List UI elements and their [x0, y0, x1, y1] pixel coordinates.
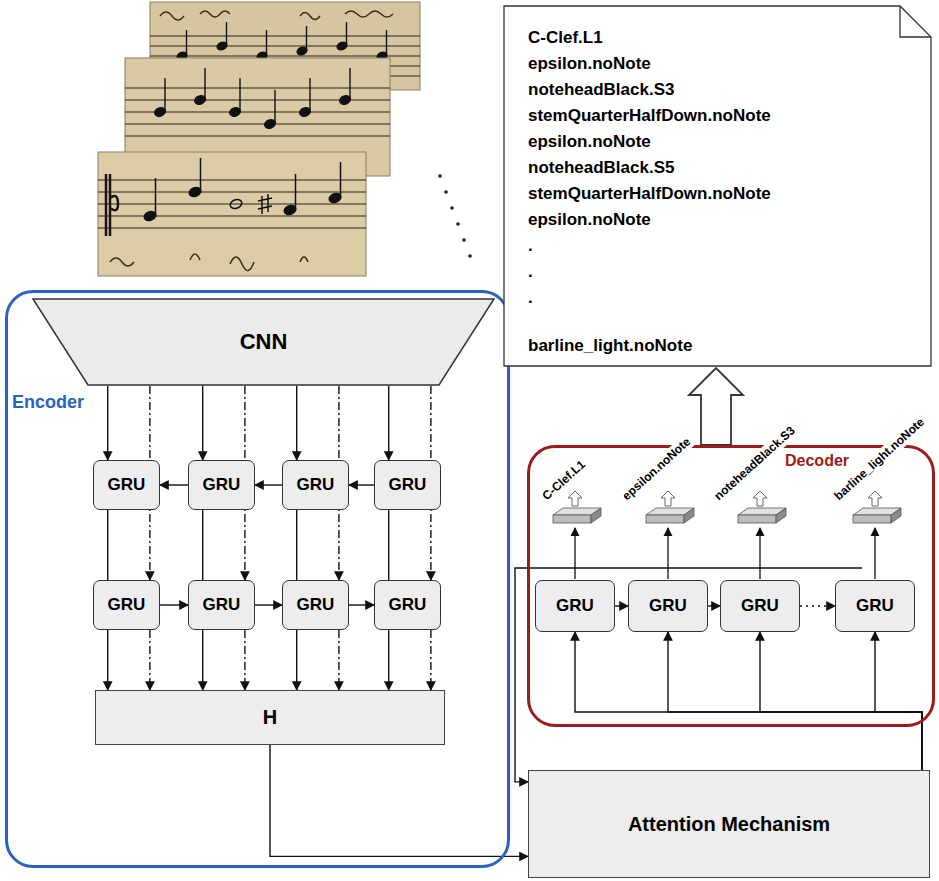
- connector: [270, 745, 528, 856]
- connector: [708, 605, 720, 606]
- box-label: H: [263, 706, 277, 729]
- cnn-block: CNN: [32, 298, 495, 386]
- connector: [160, 484, 188, 485]
- connector: [575, 632, 922, 770]
- output-document: C-Clef.L1epsilon.noNotenoteheadBlack.S3s…: [503, 5, 932, 367]
- output-token: .: [528, 285, 533, 311]
- gru-cell: GRU: [628, 580, 708, 632]
- box-label: Attention Mechanism: [628, 813, 830, 836]
- output-symbol-label: epsilon.noNote: [618, 433, 695, 505]
- box-label: GRU: [556, 596, 594, 616]
- output-token: C-Clef.L1: [528, 25, 603, 51]
- output-token: noteheadBlack.S5: [528, 155, 674, 181]
- gru-cell: GRU: [535, 580, 615, 632]
- output-token: stemQuarterHalfDown.noNote: [528, 181, 771, 207]
- output-token: .: [528, 259, 533, 285]
- connector: [255, 604, 282, 605]
- gru-cell: GRU: [93, 580, 160, 630]
- box-label: GRU: [203, 595, 241, 615]
- connector: [255, 484, 282, 485]
- connector: [349, 604, 374, 605]
- box-label: GRU: [856, 596, 894, 616]
- score-image: [98, 152, 366, 276]
- gru-cell: GRU: [188, 580, 255, 630]
- connector: [875, 632, 922, 770]
- cnn-trapezoid: [33, 299, 494, 385]
- output-token: epsilon.noNote: [528, 207, 651, 233]
- box-label: GRU: [203, 475, 241, 495]
- encoder-region: Encoder CNN GRU GRU GRU GRU GRU GRU GRU GRU H: [5, 290, 510, 868]
- output-token: noteheadBlack.S3: [528, 77, 674, 103]
- connector: [338, 630, 339, 690]
- region-label: Encoder: [12, 392, 84, 413]
- box-label: GRU: [389, 475, 427, 495]
- box-label: GRU: [108, 595, 146, 615]
- output-token: barline_light.noNote: [528, 333, 692, 359]
- output-arrow: [689, 368, 743, 445]
- ellipsis-dots: [438, 174, 472, 258]
- box-label: GRU: [649, 596, 687, 616]
- gru-cell: GRU: [374, 460, 441, 510]
- connector: [349, 484, 374, 485]
- connector: [388, 386, 389, 460]
- connector: [107, 386, 108, 460]
- connector: [668, 632, 922, 770]
- connector: [615, 605, 628, 606]
- box-label: GRU: [108, 475, 146, 495]
- connector: [800, 605, 835, 606]
- connector: [760, 632, 922, 770]
- page-fold: [900, 6, 931, 37]
- hidden-states-box: H: [95, 690, 445, 745]
- gru-cell: GRU: [374, 580, 441, 630]
- output-token: epsilon.noNote: [528, 51, 651, 77]
- gru-cell: GRU: [282, 460, 349, 510]
- gru-cell: GRU: [188, 460, 255, 510]
- connector: [430, 630, 431, 690]
- gru-cell: GRU: [93, 460, 160, 510]
- region-label: Decoder: [785, 452, 849, 470]
- output-token: .: [528, 233, 533, 259]
- attention-box: Attention Mechanism: [528, 770, 930, 878]
- output-layers: [527, 491, 901, 579]
- box-label: CNN: [240, 329, 288, 355]
- box-label: GRU: [297, 475, 335, 495]
- output-symbol-label: C-Clef.L1: [538, 456, 590, 505]
- connector: [149, 630, 150, 690]
- connector: [202, 386, 203, 460]
- document-sheet: [504, 6, 931, 366]
- gru-cell: GRU: [835, 580, 915, 632]
- output-token: epsilon.noNote: [528, 129, 651, 155]
- gru-cell: GRU: [282, 580, 349, 630]
- gru-cell: GRU: [720, 580, 800, 632]
- connector: [296, 386, 297, 460]
- output-token: stemQuarterHalfDown.noNote: [528, 103, 771, 129]
- box-label: GRU: [297, 595, 335, 615]
- connector: [160, 604, 188, 605]
- box-label: GRU: [389, 595, 427, 615]
- connector: [244, 630, 245, 690]
- box-label: GRU: [741, 596, 779, 616]
